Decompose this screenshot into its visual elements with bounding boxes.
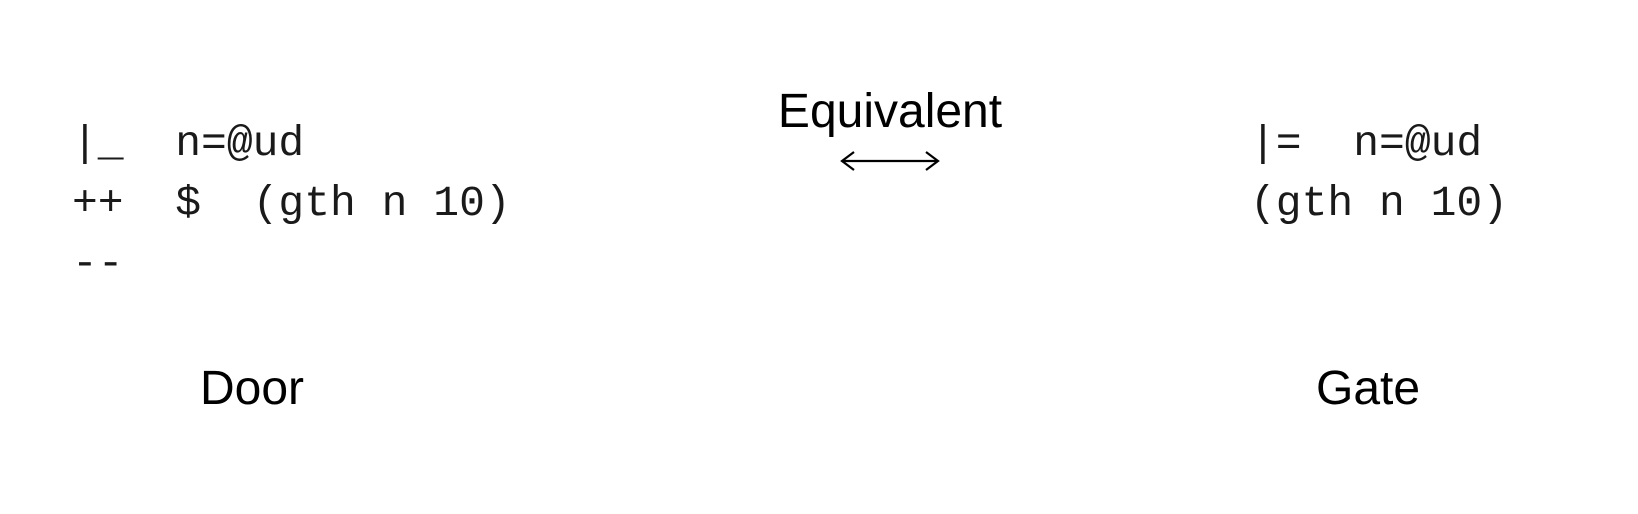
equivalence-indicator: Equivalent: [760, 84, 1020, 176]
door-code-line: --: [72, 239, 124, 288]
door-code-line: |_ n=@ud: [72, 119, 305, 168]
door-code-block: |_ n=@ud ++ $ (gth n 10) --: [72, 114, 511, 294]
gate-code-line: |= n=@ud: [1250, 119, 1483, 168]
door-code-line: ++ $ (gth n 10): [72, 179, 511, 228]
equivalent-label: Equivalent: [777, 85, 1003, 138]
gate-code-block: |= n=@ud (gth n 10): [1250, 114, 1508, 234]
door-label: Door: [200, 362, 305, 415]
left-right-arrow-icon: [840, 151, 940, 171]
gate-code-line: (gth n 10): [1250, 179, 1509, 228]
gate-label: Gate: [1316, 362, 1421, 415]
